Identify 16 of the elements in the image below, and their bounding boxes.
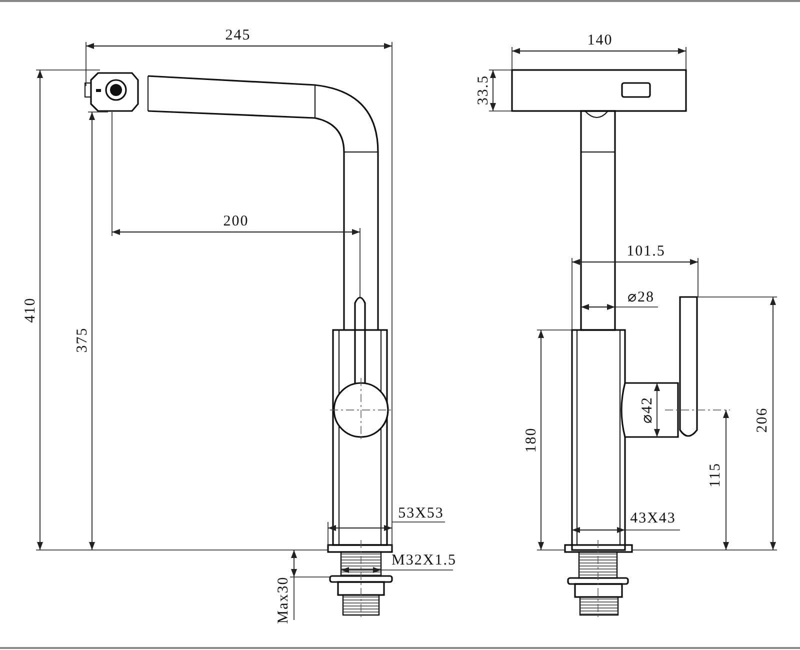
dimension-label: 115 <box>708 462 724 488</box>
dimension-label: 33.5 <box>476 74 492 106</box>
dimension-label: 101.5 <box>626 244 666 260</box>
dimension-label: 375 <box>76 327 90 353</box>
dimension-label: 43X43 <box>630 512 676 526</box>
dimension-label: 206 <box>756 407 770 433</box>
dimension-label: 200 <box>223 214 249 230</box>
dimension-label: Max30 <box>276 576 292 624</box>
dimension-label: 410 <box>24 297 38 323</box>
dimension-label: 245 <box>225 28 251 44</box>
dimension-label: 180 <box>524 427 540 453</box>
dimension-label: ⌀28 <box>628 290 654 306</box>
dimension-label: M32X1.5 <box>392 554 456 568</box>
dimension-label: 53X53 <box>398 506 444 522</box>
dimension-label: ⌀42 <box>640 396 656 424</box>
dimension-label: 140 <box>587 34 613 48</box>
